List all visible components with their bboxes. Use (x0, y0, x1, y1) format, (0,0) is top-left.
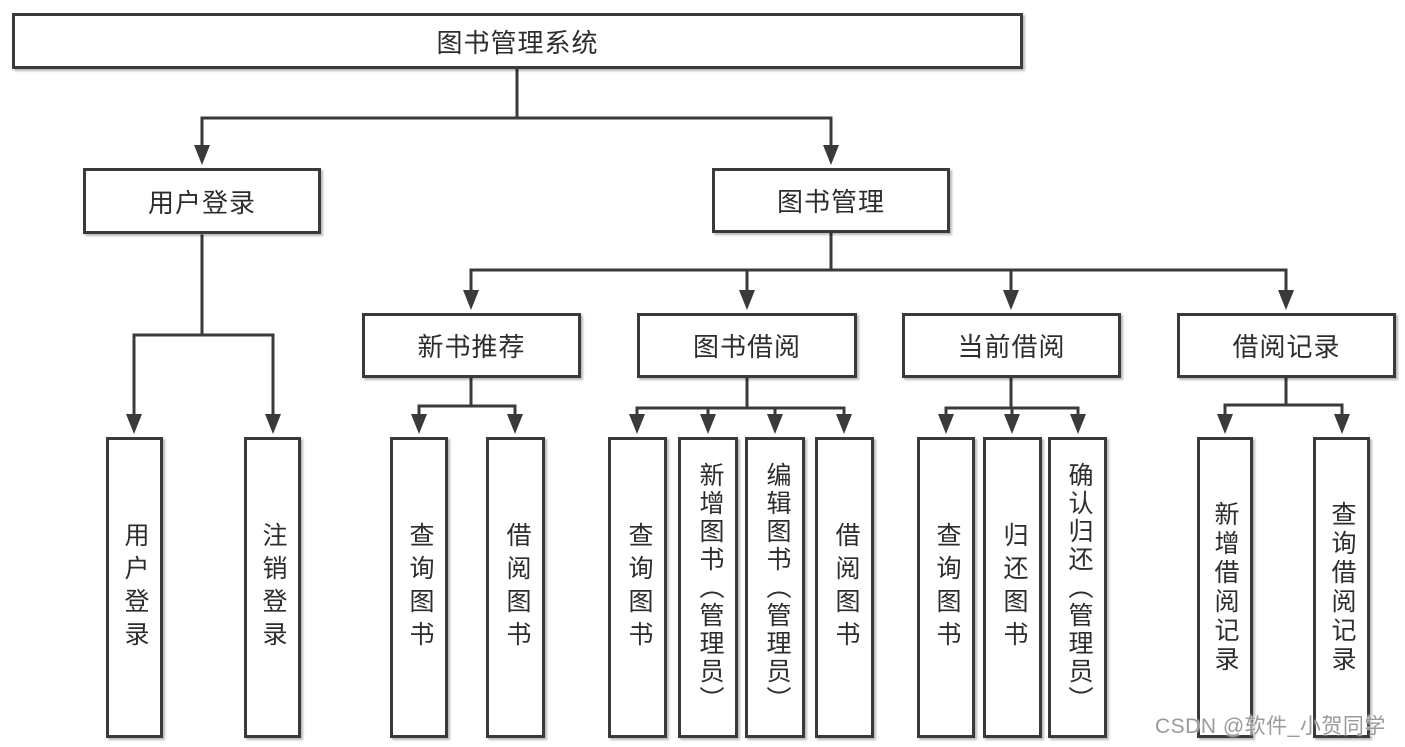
leaf-borrow-borrow-book: 借阅图书 (815, 437, 874, 738)
node-new-book-recommend: 新书推荐 (362, 313, 581, 378)
leaf-borrow-add-book-admin: 新增图书（管理员） (678, 437, 738, 738)
leaf-current-return-book: 归还图书 (983, 437, 1042, 738)
leaf-recommend-query-book: 查询图书 (390, 437, 448, 738)
leaf-current-query-book: 查询图书 (917, 437, 975, 738)
watermark: CSDN @软件_小贺同学 (1155, 715, 1386, 738)
node-current-borrow: 当前借阅 (902, 313, 1121, 378)
leaf-logout: 注销登录 (244, 437, 301, 738)
leaf-records-add-record: 新增借阅记录 (1197, 437, 1253, 738)
leaf-user-login: 用户登录 (106, 437, 163, 738)
arrowheads (126, 145, 1350, 434)
leaf-records-query-record: 查询借阅记录 (1313, 437, 1370, 738)
node-borrow-records: 借阅记录 (1177, 313, 1396, 378)
leaf-borrow-query-book: 查询图书 (608, 437, 667, 738)
node-root: 图书管理系统 (12, 13, 1023, 69)
leaf-current-confirm-return-admin: 确认归还（管理员） (1048, 437, 1107, 738)
node-book-management: 图书管理 (712, 168, 950, 233)
node-user-login: 用户登录 (83, 168, 321, 234)
connector-lines (132, 67, 1344, 419)
node-book-borrow: 图书借阅 (637, 313, 857, 378)
leaf-recommend-borrow-book: 借阅图书 (486, 437, 545, 738)
leaf-borrow-edit-book-admin: 编辑图书（管理员） (745, 437, 805, 738)
